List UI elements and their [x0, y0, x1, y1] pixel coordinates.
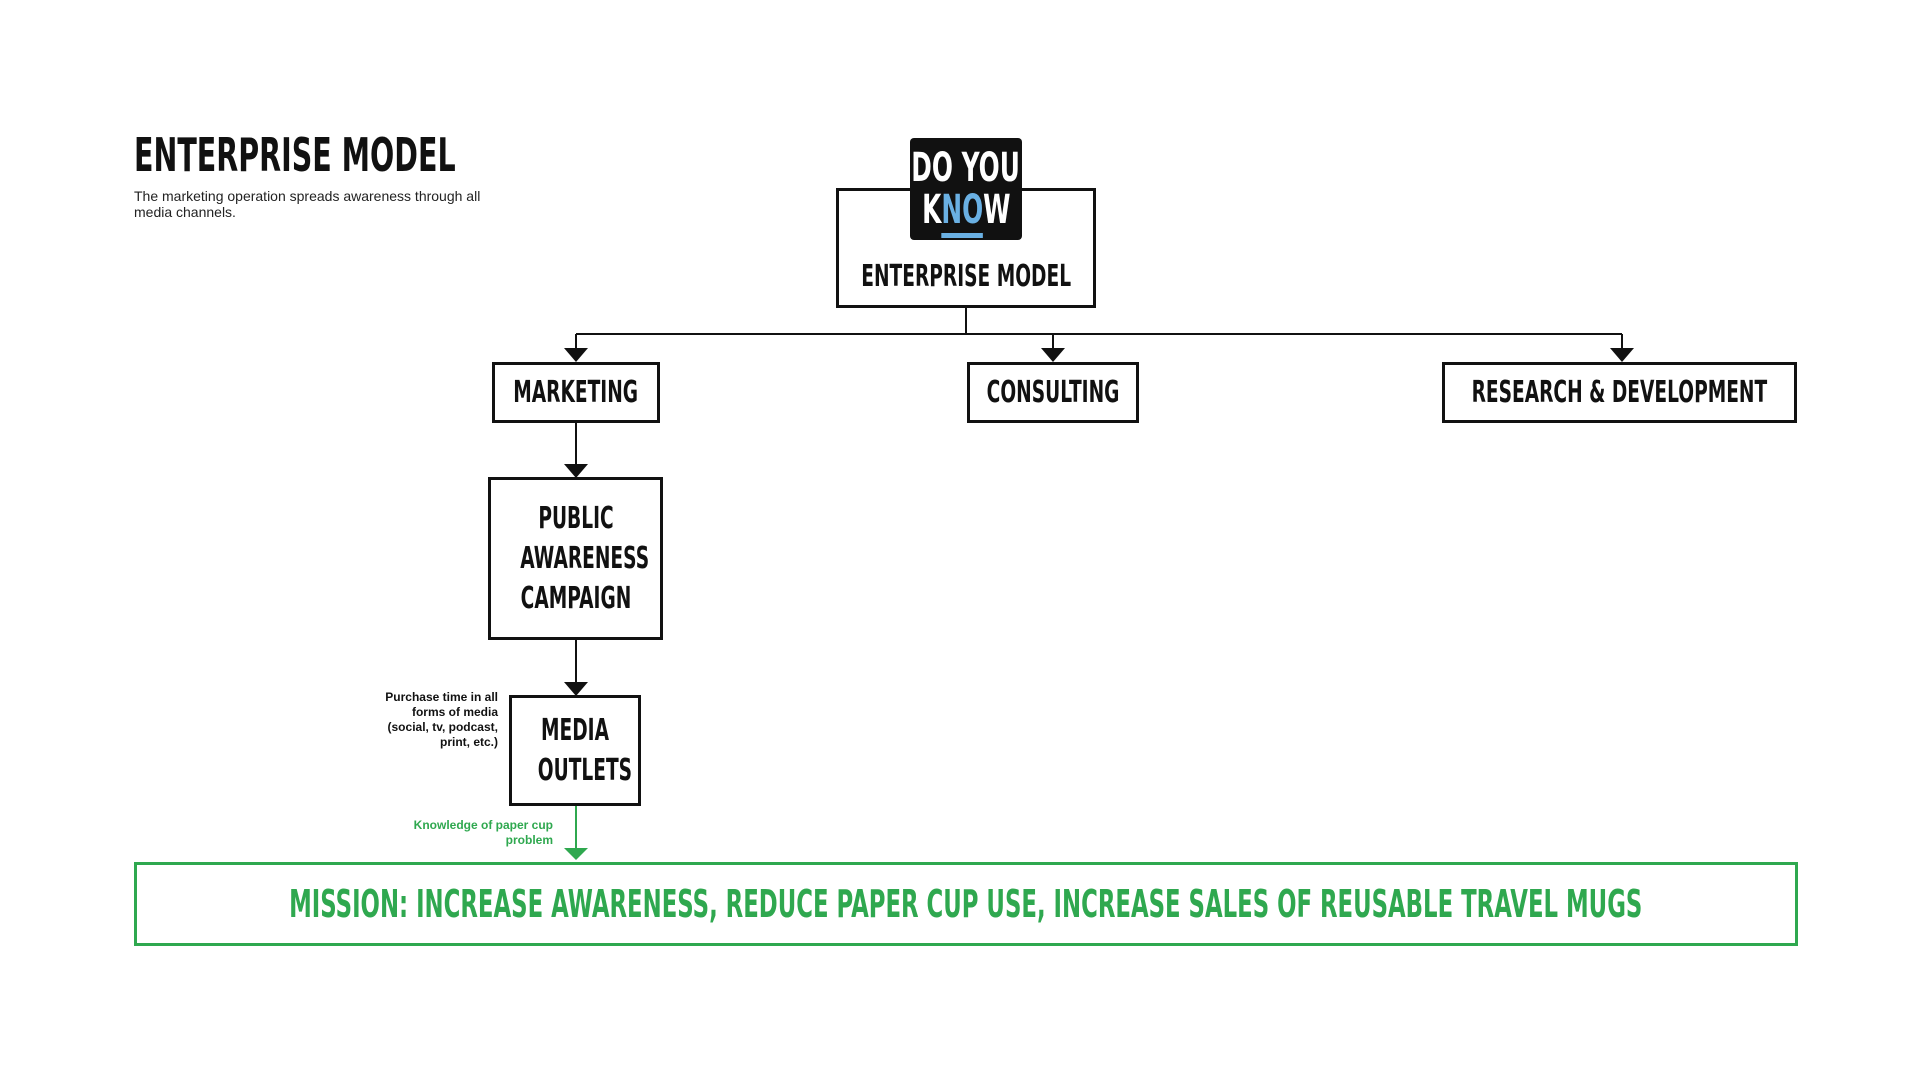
arrowhead-media — [564, 682, 588, 696]
node-enterprise-model: ENTERPRISE MODEL — [836, 188, 1096, 308]
arrowhead-mission — [564, 848, 588, 860]
node-research-development: RESEARCH & DEVELOPMENT — [1442, 362, 1797, 423]
page-subtitle: The marketing operation spreads awarenes… — [134, 188, 481, 220]
page-title: ENTERPRISE MODEL — [134, 128, 456, 182]
node-media-outlets: MEDIA OUTLETS — [509, 695, 641, 806]
arrowhead-marketing — [564, 348, 588, 362]
node-marketing: MARKETING — [492, 362, 660, 423]
node-public-awareness-campaign-label: PUBLIC AWARENESS CAMPAIGN — [519, 500, 649, 616]
mission-box: MISSION: INCREASE AWARENESS, REDUCE PAPE… — [134, 862, 1798, 946]
node-media-outlets-label: MEDIA OUTLETS — [537, 712, 633, 788]
node-research-development-label: RESEARCH & DEVELOPMENT — [1471, 374, 1768, 410]
logo-line-1: DO YOU — [911, 145, 1021, 191]
arrowhead-research — [1610, 348, 1634, 362]
node-marketing-label: MARKETING — [513, 374, 639, 410]
node-consulting-label: CONSULTING — [986, 374, 1120, 410]
node-enterprise-model-label: ENTERPRISE MODEL — [861, 259, 1071, 294]
mission-statement: MISSION: INCREASE AWARENESS, REDUCE PAPE… — [289, 882, 1643, 926]
media-purchase-note: Purchase time in all forms of media (soc… — [385, 690, 498, 749]
arrowhead-consulting — [1041, 348, 1065, 362]
logo-line-2: KNOW — [921, 187, 1011, 238]
node-consulting: CONSULTING — [967, 362, 1139, 423]
knowledge-note: Knowledge of paper cup problem — [413, 818, 553, 847]
logo-w: W — [982, 187, 1011, 233]
logo-no: NO — [941, 187, 983, 238]
logo-k: K — [921, 187, 942, 233]
do-you-know-logo: DO YOU KNOW — [910, 138, 1022, 240]
arrowhead-campaign — [564, 464, 588, 478]
node-public-awareness-campaign: PUBLIC AWARENESS CAMPAIGN — [488, 477, 663, 640]
